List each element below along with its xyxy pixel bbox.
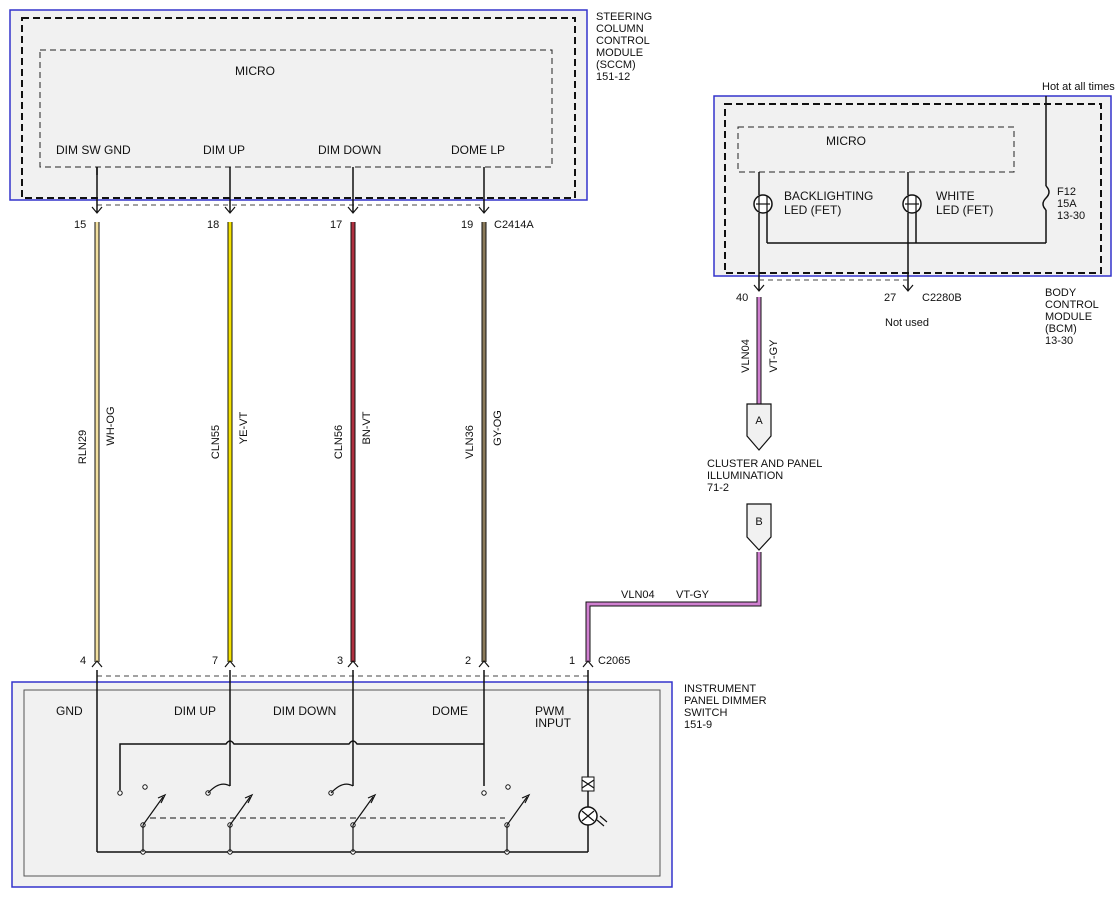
white-led-label: WHITE (936, 189, 975, 203)
cluster-label-line: CLUSTER AND PANEL (707, 458, 822, 470)
wire-color: BN-VT (361, 411, 373, 444)
pin-number: 4 (80, 655, 86, 667)
wire-circuit: VLN04 (740, 339, 752, 373)
bcm-ground-outline (724, 103, 1102, 274)
backlighting-fet-icon (753, 194, 773, 214)
bcm-box (713, 95, 1112, 277)
dimmer-title-line: INSTRUMENT (684, 683, 756, 695)
sccm-title-line: 151-12 (596, 71, 630, 83)
white-fet-icon (902, 194, 922, 214)
connector-letter: B (755, 516, 762, 528)
bcm-wire: VLN04 VT-GY (740, 297, 780, 404)
wire-circuit: CLN56 (333, 425, 345, 459)
dimmer-inner-outline (23, 689, 661, 877)
switch-contacts (117, 783, 531, 855)
connector-letter: A (755, 415, 763, 427)
dimmer-label-dim-up: DIM UP (174, 704, 216, 718)
pin-number: 19 (461, 219, 473, 231)
hot-at-all-times-label: Hot at all times (1042, 81, 1115, 93)
sccm-ground-outline (21, 17, 576, 199)
pin-number: 15 (74, 219, 86, 231)
sccm-pin-label-dim-up: DIM UP (203, 143, 245, 157)
not-used-label: Not used (885, 317, 929, 329)
sccm-module: MICRO DIM SW GND DIM UP DIM DOWN DOME LP… (9, 9, 652, 201)
wire-circuit: RLN29 (77, 430, 89, 464)
wire-4: 19 C2414A VLN36 GY-OG (461, 167, 534, 668)
bcm-title-line: BODY (1045, 287, 1077, 299)
sccm-pin-label-dim-down: DIM DOWN (318, 143, 381, 157)
dimmer-pin-numbers: 4 7 3 2 1 C2065 (80, 655, 630, 667)
connector-id: C2065 (598, 655, 630, 667)
dimmer-title-line: PANEL DIMMER (684, 695, 767, 707)
sccm-title-line: MODULE (596, 47, 643, 59)
cluster-label-line: ILLUMINATION (707, 470, 783, 482)
bcm-title-line: 13-30 (1045, 335, 1073, 347)
fuse-label: F12 (1057, 186, 1076, 198)
sccm-title-line: COLUMN (596, 23, 644, 35)
wire-3: 17 CLN56 BN-VT (330, 167, 373, 668)
bcm-title-line: CONTROL (1045, 299, 1099, 311)
bcm-title-line: (BCM) (1045, 323, 1077, 335)
sccm-title: STEERING COLUMN CONTROL MODULE (SCCM) 15… (596, 11, 652, 83)
dimmer-label-dim-down: DIM DOWN (273, 704, 336, 718)
sccm-title-line: CONTROL (596, 35, 650, 47)
cluster-label-line: 71-2 (707, 482, 729, 494)
pin-number: 3 (337, 655, 343, 667)
fuse-icon (1042, 185, 1050, 211)
pin-number: 17 (330, 219, 342, 231)
wire-color: VT-GY (768, 339, 780, 373)
pin-number: 40 (736, 292, 748, 304)
wire-2: 18 CLN55 YE-VT (207, 167, 250, 668)
bcm-module: MICRO Hot at all times F12 15A 13-30 BAC… (713, 81, 1115, 347)
backlighting-label: LED (FET) (784, 203, 841, 217)
dimmer-title-line: SWITCH (684, 707, 727, 719)
pin-number: 27 (884, 292, 896, 304)
bcm-title-line: MODULE (1045, 311, 1092, 323)
cluster-illumination-ref: CLUSTER AND PANEL ILLUMINATION 71-2 (707, 458, 822, 494)
wire-color: WH-OG (105, 406, 117, 445)
pin-number: 2 (465, 655, 471, 667)
horizontal-violet-wire: VLN04 VT-GY (585, 552, 762, 662)
wire-circuit: CLN55 (210, 425, 222, 459)
pin-number: 18 (207, 219, 219, 231)
wire-color: YE-VT (238, 412, 250, 445)
dimmer-label-pwm: INPUT (535, 716, 572, 730)
wire-1: 15 RLN29 WH-OG (74, 167, 117, 668)
pin-number: 1 (569, 655, 575, 667)
dimmer-label-gnd: GND (56, 704, 83, 718)
dimmer-label-dome: DOME (432, 704, 468, 718)
connector-id: C2280B (922, 292, 962, 304)
wire-color: GY-OG (492, 410, 504, 446)
sccm-micro-box (39, 49, 553, 168)
sccm-pin-label-dome-lp: DOME LP (451, 143, 505, 157)
offpage-connector-a: A (746, 403, 772, 451)
dimmer-label-pwm: PWM (535, 704, 564, 718)
offpage-connector-b: B (746, 503, 772, 551)
sccm-pin-label-dim-sw-gnd: DIM SW GND (56, 143, 131, 157)
fuse-label: 13-30 (1057, 210, 1085, 222)
wire-circuit: VLN04 (621, 589, 655, 601)
bcm-title: BODY CONTROL MODULE (BCM) 13-30 (1045, 287, 1099, 347)
pin-number: 7 (212, 655, 218, 667)
backlighting-label: BACKLIGHTING (784, 189, 873, 203)
pwm-input-icon (578, 776, 608, 827)
dimmer-switch-module: GND DIM UP DIM DOWN DOME PWM INPUT (11, 670, 767, 888)
wire-color: VT-GY (676, 589, 710, 601)
fuse-label: 15A (1057, 198, 1077, 210)
dimmer-title-line: 151-9 (684, 719, 712, 731)
sccm-title-line: STEERING (596, 11, 652, 23)
connector-id: C2414A (494, 219, 534, 231)
white-led-label: LED (FET) (936, 203, 993, 217)
sccm-micro-label: MICRO (235, 64, 275, 78)
sccm-box (9, 9, 588, 201)
wire-circuit: VLN36 (464, 425, 476, 459)
dimmer-title: INSTRUMENT PANEL DIMMER SWITCH 151-9 (684, 683, 767, 731)
bcm-micro-label: MICRO (826, 134, 866, 148)
sccm-title-line: (SCCM) (596, 59, 636, 71)
